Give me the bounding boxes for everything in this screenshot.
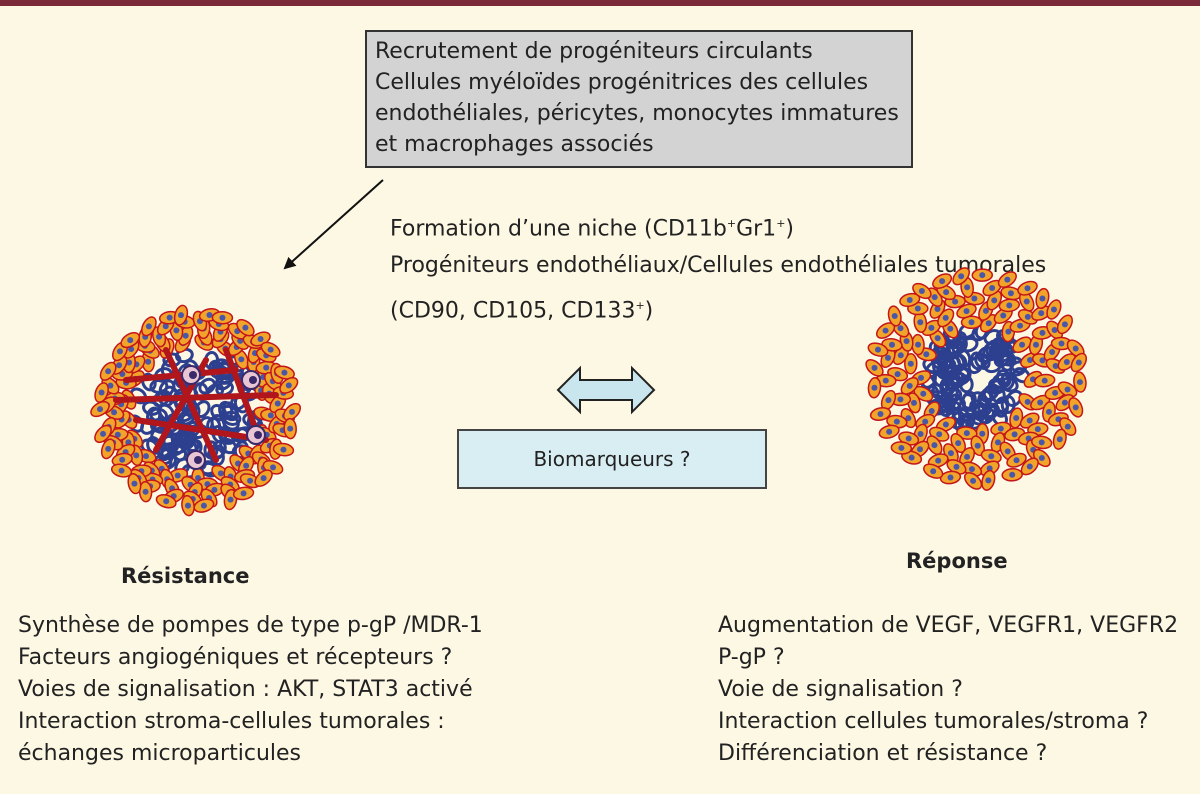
resistance-item: Synthèse de pompes de type p-gP /MDR-1 — [18, 613, 483, 638]
resistance-item: Interaction stroma-cellules tumorales : — [18, 709, 445, 734]
response-item: Interaction cellules tumorales/stroma ? — [718, 709, 1149, 734]
responsive-tumor-illustration — [865, 267, 1088, 491]
niche-line-2: Progéniteurs endothéliaux/Cellules endot… — [390, 253, 1047, 278]
resistance-list: Synthèse de pompes de type p-gP /MDR-1 F… — [18, 610, 483, 770]
response-item: Différenciation et résistance ? — [718, 741, 1048, 766]
resistance-item: Facteurs angiogéniques et récepteurs ? — [18, 645, 453, 670]
response-item: P-gP ? — [718, 645, 785, 670]
resistant-tumor-illustration — [90, 304, 302, 517]
progenitor-recruitment-box: Recrutement de progéniteurs circulants C… — [365, 30, 913, 168]
resistance-item: Voies de signalisation : AKT, STAT3 acti… — [18, 677, 473, 702]
box-line-3: endothéliales, péricytes, monocytes imma… — [375, 101, 899, 126]
response-heading: Réponse — [906, 549, 1008, 573]
top-accent-bar — [0, 0, 1200, 6]
resistance-item: échanges microparticules — [18, 741, 301, 766]
response-item: Voie de signalisation ? — [718, 677, 963, 702]
niche-line-1: Formation d’une niche (CD11b+Gr1+) — [390, 216, 794, 242]
biomarker-label: Biomarqueurs ? — [533, 447, 691, 471]
response-list: Augmentation de VEGF, VEGFR1, VEGFR2 P-g… — [718, 610, 1178, 770]
double-arrow-icon — [556, 365, 656, 415]
box-line-1: Recrutement de progéniteurs circulants — [375, 39, 813, 64]
recruitment-arrow — [283, 179, 384, 270]
resistance-heading: Résistance — [121, 564, 250, 588]
response-item: Augmentation de VEGF, VEGFR1, VEGFR2 — [718, 613, 1179, 638]
box-line-2: Cellules myéloïdes progénitrices des cel… — [375, 70, 869, 95]
niche-line-3: (CD90, CD105, CD133+) — [390, 298, 654, 324]
box-line-4: et macrophages associés — [375, 132, 654, 157]
biomarker-box: Biomarqueurs ? — [457, 429, 767, 489]
